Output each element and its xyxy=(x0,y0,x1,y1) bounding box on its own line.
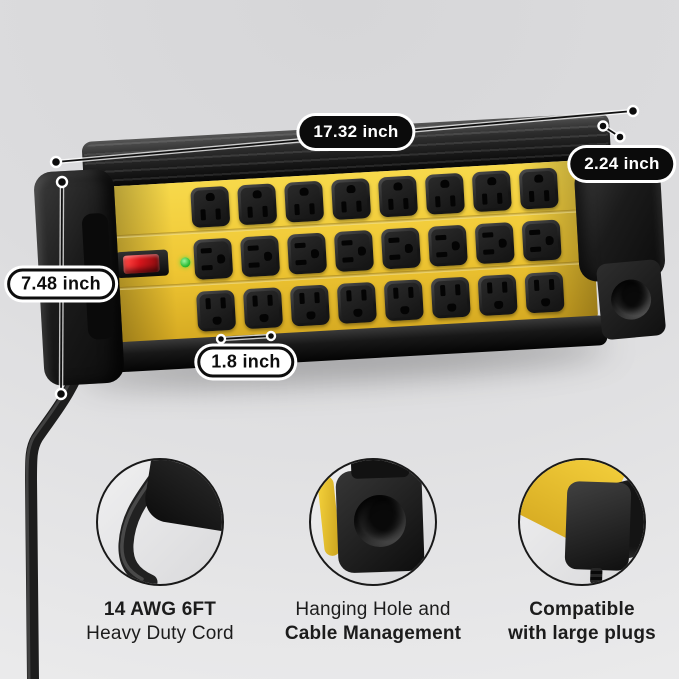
width-dimension-label: 17.32 inch xyxy=(299,116,413,148)
feature-caption-cord: 14 AWG 6FT Heavy Duty Cord xyxy=(40,598,280,646)
feature-caption-large-plugs: Compatible with large plugs xyxy=(462,598,679,646)
outlet xyxy=(330,178,372,221)
outlet xyxy=(427,224,468,267)
outlet xyxy=(333,229,375,273)
outlet xyxy=(237,183,278,226)
caption-line: Hanging Hole and xyxy=(295,599,451,620)
outlet xyxy=(521,219,562,262)
caption-line: Cable Management xyxy=(284,623,462,644)
outlet xyxy=(524,271,565,314)
bracket-plate-graphic xyxy=(335,468,425,574)
outlet xyxy=(430,276,471,319)
outlet-grid xyxy=(190,167,565,332)
outlet xyxy=(424,172,466,215)
power-switch xyxy=(115,249,170,279)
hanging-hole-closeup-icon xyxy=(309,458,437,586)
switch-rocker xyxy=(122,253,160,274)
outlet xyxy=(286,232,328,275)
power-adapter-graphic xyxy=(564,480,632,572)
power-strip xyxy=(24,111,667,393)
outlet xyxy=(474,222,515,265)
spacing-dimension-label: 1.8 inch xyxy=(197,346,295,378)
outlet xyxy=(193,237,234,280)
caption-line: Heavy Duty Cord xyxy=(86,623,234,644)
hanging-hole-tab xyxy=(595,258,667,341)
outlet xyxy=(196,289,237,332)
hanging-hole-graphic xyxy=(353,494,407,548)
outlet xyxy=(383,279,424,322)
outlet xyxy=(471,170,512,213)
outlet xyxy=(336,281,377,324)
strip-face xyxy=(90,159,599,346)
caption-line: with large plugs xyxy=(508,623,656,644)
outlet xyxy=(284,180,325,223)
depth-dimension-label: 2.24 inch xyxy=(570,148,674,180)
outlet xyxy=(240,235,281,278)
feature-caption-hanging-hole: Hanging Hole and Cable Management xyxy=(253,598,493,646)
outlet xyxy=(190,185,231,228)
height-dimension-label: 7.48 inch xyxy=(7,268,115,300)
power-led xyxy=(180,257,191,268)
outlet xyxy=(380,227,421,270)
outlet xyxy=(289,284,331,327)
caption-line: 14 AWG 6FT xyxy=(103,599,217,620)
large-plug-closeup-icon xyxy=(518,458,646,586)
outlet xyxy=(518,167,559,210)
outlet-graphic xyxy=(520,460,538,501)
cord-closeup-icon xyxy=(96,458,224,586)
outlet xyxy=(242,287,284,330)
outlet xyxy=(477,274,518,317)
outlet xyxy=(377,175,419,218)
hanging-hole xyxy=(609,277,653,322)
caption-line: Compatible xyxy=(529,599,635,620)
